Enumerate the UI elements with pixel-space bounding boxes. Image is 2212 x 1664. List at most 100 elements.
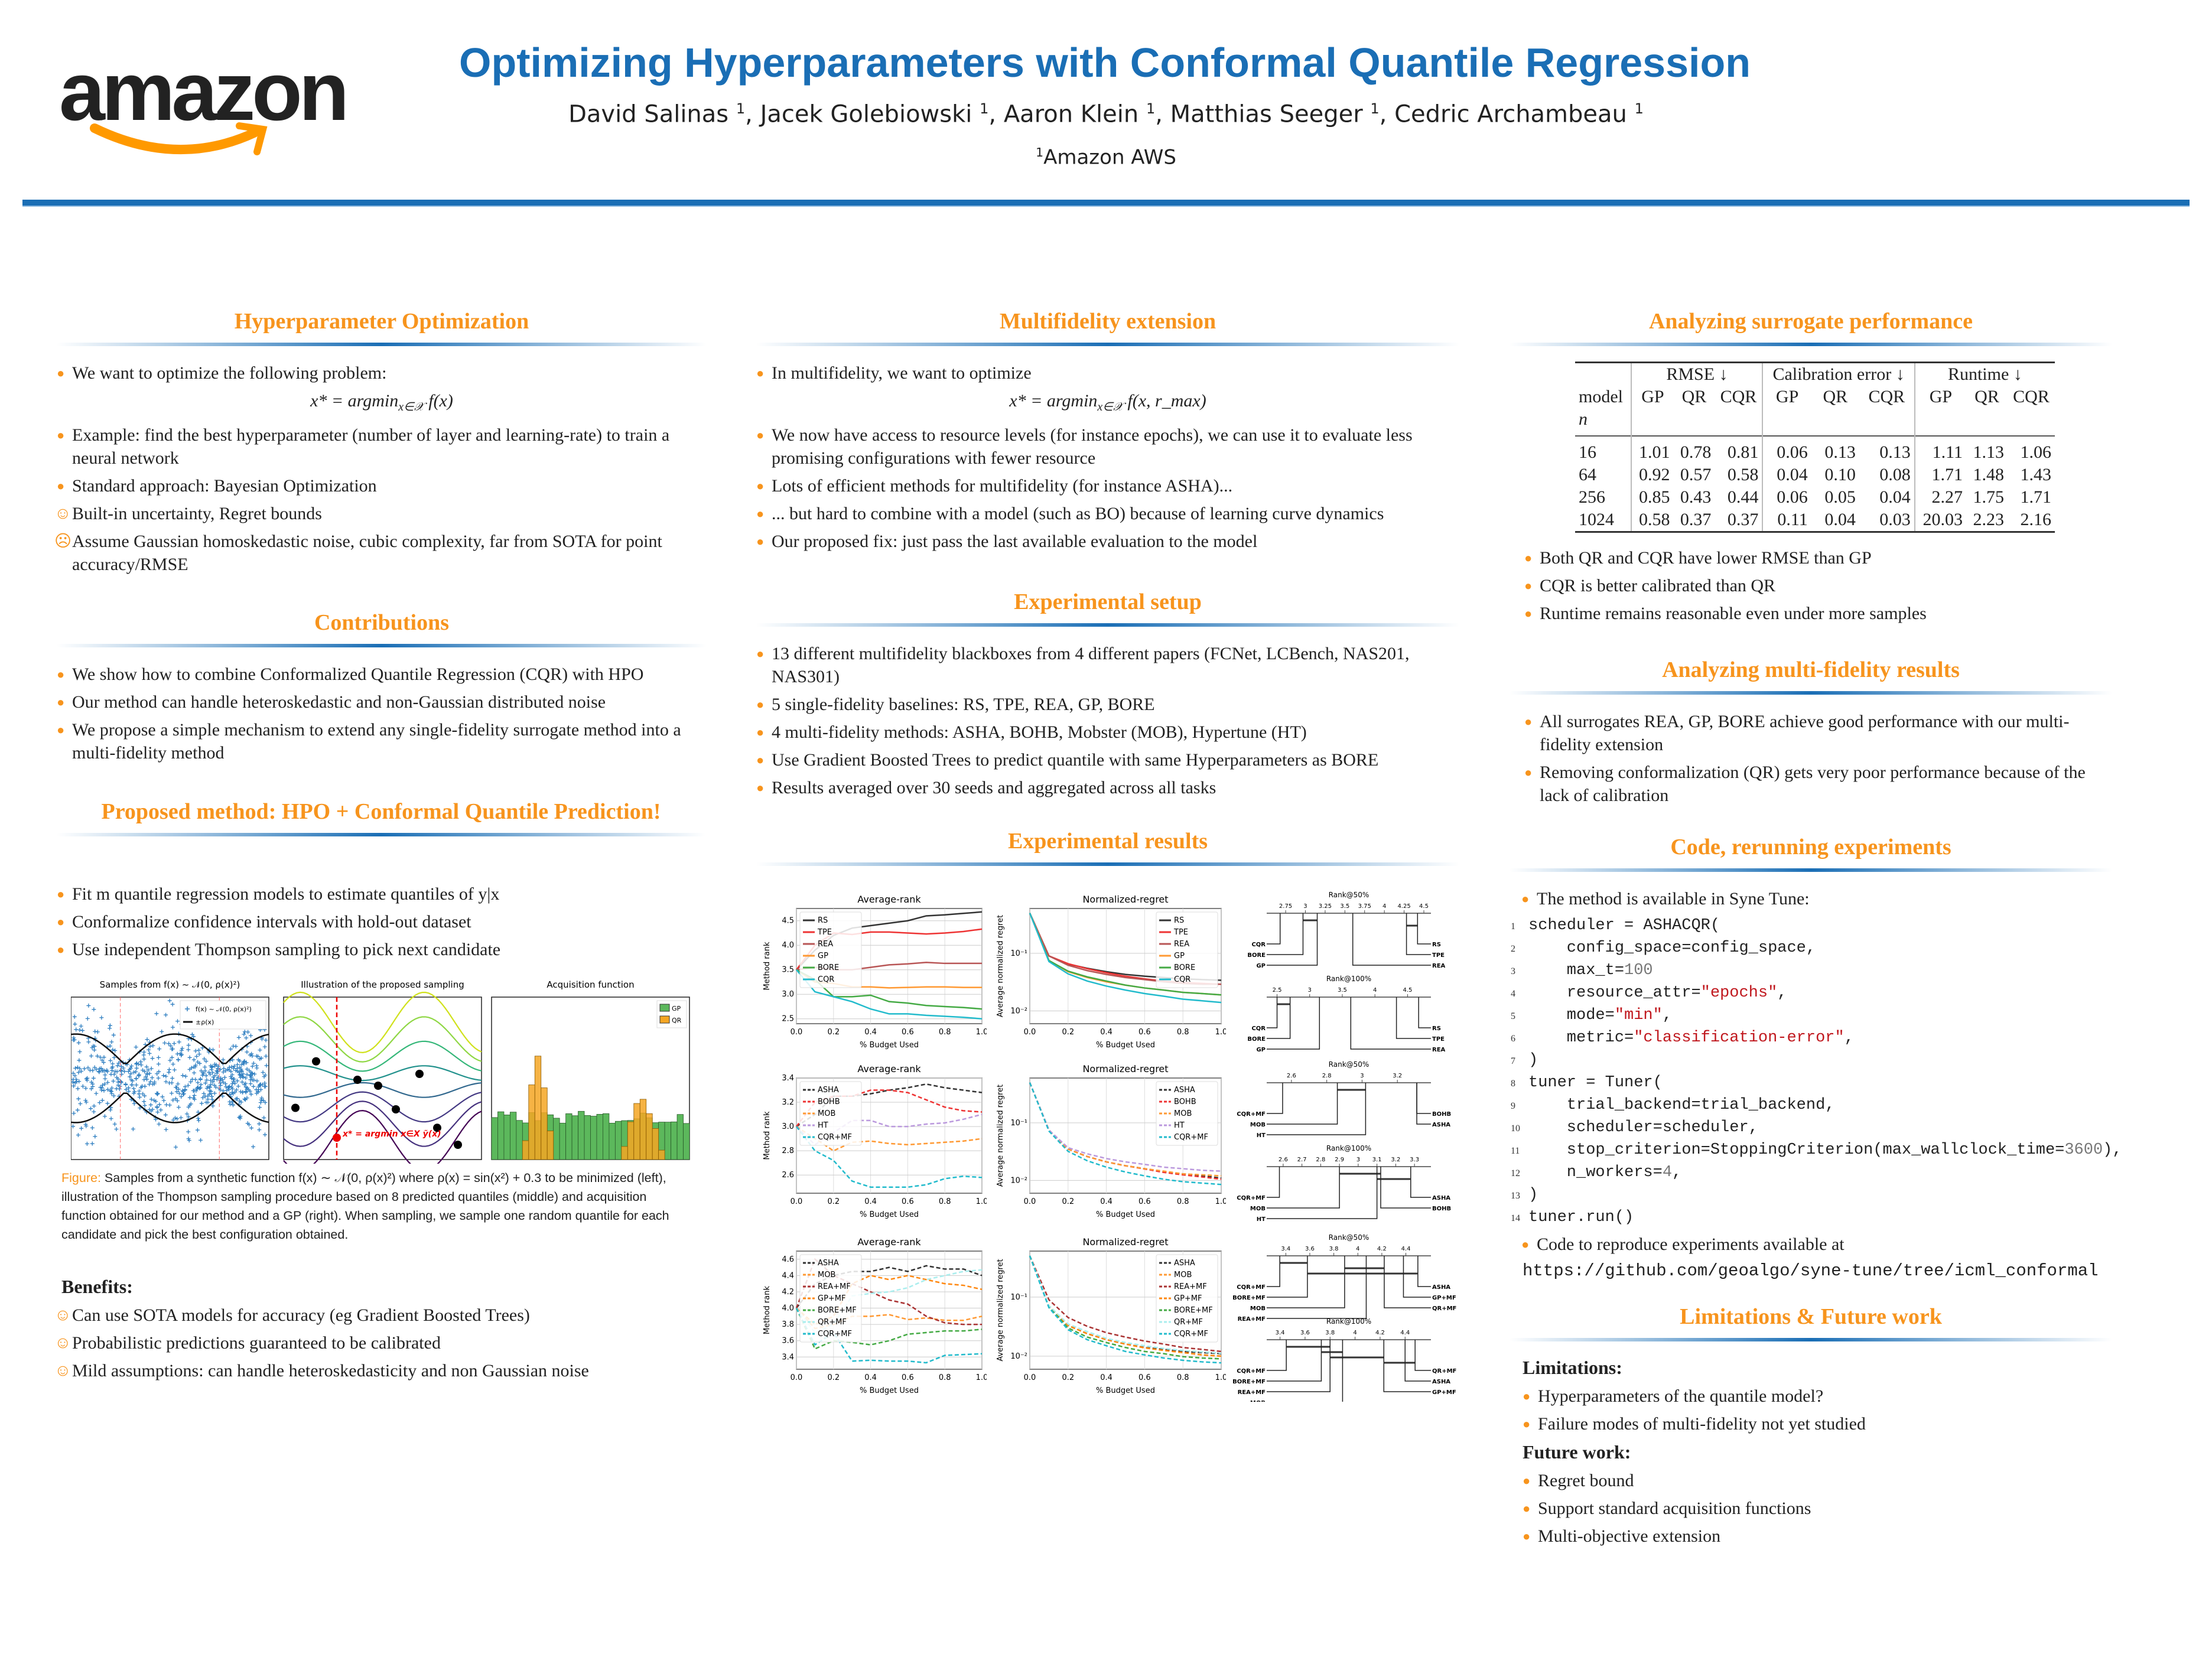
code-line: 6 metric="classification-error", xyxy=(1511,1027,2112,1050)
caption-label: Figure: xyxy=(61,1171,101,1185)
table-cell: 1.13 xyxy=(1973,442,2005,462)
legend-label: ±ρ(x) xyxy=(196,1018,214,1026)
cd-tick-label: 3.2 xyxy=(1391,1157,1400,1163)
line-number: 12 xyxy=(1511,1168,1520,1178)
cd-method-label: HT xyxy=(1257,1216,1266,1223)
cd-method-label: RS xyxy=(1432,1025,1441,1032)
cd-tick-label: 3.4 xyxy=(1281,1246,1290,1252)
cd-method-line xyxy=(1267,997,1320,1050)
bullet-text: CQR is better calibrated than QR xyxy=(1540,576,1776,595)
section-divider xyxy=(1510,1338,2112,1341)
cd-method-line xyxy=(1395,997,1431,1039)
table-cell: 1.11 xyxy=(1914,436,1967,464)
x-tick-label: 0.0 xyxy=(791,1197,803,1206)
line-number: 5 xyxy=(1511,1011,1515,1021)
code-token: n_workers= xyxy=(1528,1164,1663,1181)
table-cell: 0.05 xyxy=(1824,487,1856,507)
x-tick-label: 0.0 xyxy=(1024,1197,1036,1206)
legend-label: CQR+MF xyxy=(818,1330,852,1339)
bullet-text: Use independent Thompson sampling to pic… xyxy=(72,940,501,959)
table-cell: 1.01 xyxy=(1631,436,1674,464)
cd-tick-label: 3.6 xyxy=(1300,1330,1310,1336)
column-header: QR xyxy=(1681,387,1707,406)
x-tick-label: 1.0 xyxy=(1215,1373,1226,1382)
bullet-dot-icon: ● xyxy=(57,428,65,442)
bullet-dot-icon: ● xyxy=(756,753,765,767)
list-item: ●13 different multifidelity blackboxes f… xyxy=(756,642,1459,688)
gp-histogram-bar xyxy=(664,1122,671,1160)
list-item: ☺Mild assumptions: can handle heterosked… xyxy=(54,1359,711,1382)
empty-cell xyxy=(1575,363,1631,386)
author-name: Matthias Seeger xyxy=(1170,100,1363,128)
gp-histogram-bar xyxy=(578,1111,585,1160)
bullet-dot-icon: ● xyxy=(1523,1529,1531,1543)
list-item: ●... but hard to combine with a model (s… xyxy=(756,502,1459,525)
bullet-dot-icon: ● xyxy=(1524,551,1533,565)
bullet-text: Results averaged over 30 seeds and aggre… xyxy=(772,778,1216,797)
repository-link[interactable]: https://github.com/geoalgo/syne-tune/tre… xyxy=(1523,1261,2099,1281)
series-line-gp-mf xyxy=(796,1275,983,1326)
cd-method-line xyxy=(1414,1340,1431,1371)
y-tick-label: 10⁻¹ xyxy=(1010,949,1027,958)
y-tick-label: 10⁻² xyxy=(1010,1176,1027,1185)
bullet-dot-icon: ● xyxy=(756,534,765,549)
sample-points xyxy=(71,998,269,1150)
cd-method-label: ASHA xyxy=(1432,1284,1450,1291)
author-name: David Salinas xyxy=(568,100,729,128)
formula: x* = argminx∈𝒳 f(x, r_max) xyxy=(756,389,1459,419)
bullet-dot-icon: ● xyxy=(756,725,765,740)
section-limitations: Limitations & Future work Limitations: ●… xyxy=(1510,1302,2112,1552)
table-cell: 0.78 xyxy=(1680,442,1712,462)
x-tick-label: 0.4 xyxy=(864,1197,877,1206)
section-divider xyxy=(756,623,1459,627)
list-item: ●Lots of efficient methods for multifide… xyxy=(756,474,1459,497)
cd-method-label: BORE xyxy=(1247,952,1266,959)
x-tick-label: 0.8 xyxy=(1177,1197,1189,1206)
cd-method-label: BORE+MF xyxy=(1232,1379,1266,1385)
empty-cell xyxy=(1914,408,1967,436)
cd-tick-label: 4 xyxy=(1353,1330,1357,1336)
table-cell: 0.11 xyxy=(1762,509,1811,531)
code-token: mode= xyxy=(1528,1007,1615,1024)
legend-label: ASHA xyxy=(1174,1259,1195,1268)
sampled-quantile-dot xyxy=(454,1141,462,1149)
affiliation-name: Amazon AWS xyxy=(1043,145,1176,170)
legend-label: BOHB xyxy=(818,1098,840,1106)
cd-tick-label: 4 xyxy=(1373,987,1377,994)
column-group-header: Calibration error ↓ xyxy=(1762,363,1915,386)
code-token: ), xyxy=(2103,1141,2122,1159)
y-tick-label: 3.6 xyxy=(782,1337,794,1346)
series-line-bore xyxy=(796,969,983,1010)
gp-histogram-bar xyxy=(491,1117,498,1160)
section-divider xyxy=(1510,868,2112,872)
cd-tick-label: 3.4 xyxy=(1276,1330,1285,1336)
legend-label: BORE+MF xyxy=(1174,1306,1213,1315)
section-divider xyxy=(756,343,1459,346)
empty-cell xyxy=(1811,408,1859,436)
series-line-cqr xyxy=(1029,913,1222,1004)
gp-histogram-bar xyxy=(510,1112,517,1160)
cd-method-label: CQR+MF xyxy=(1237,1195,1266,1201)
bullet-dot-icon: ● xyxy=(1521,891,1530,906)
x-tick-label: 0.8 xyxy=(1177,1028,1189,1037)
line-number: 8 xyxy=(1511,1079,1515,1089)
bullet-text: We show how to combine Conformalized Qua… xyxy=(72,665,644,684)
list-item: ●Both QR and CQR have lower RMSE than GP xyxy=(1524,546,2115,569)
table-cell: 0.03 xyxy=(1879,510,1911,529)
code-token: trial_backend=trial_backend, xyxy=(1528,1096,1835,1114)
cd-tick-label: 4.4 xyxy=(1401,1246,1411,1252)
y-tick-label: 3.4 xyxy=(782,1353,794,1362)
cd-title: Rank@100% xyxy=(1326,975,1371,983)
series-line-asha xyxy=(796,1265,983,1309)
cd-method-label: ASHA xyxy=(1432,1122,1450,1128)
bullet-text: Code to reproduce experiments available … xyxy=(1537,1235,1845,1254)
code-token: max_t= xyxy=(1528,962,1625,979)
panel-title: Illustration of the proposed sampling xyxy=(301,979,464,990)
table-cell: 256 xyxy=(1579,487,1605,507)
series-line-cqr-mf xyxy=(1029,1255,1222,1364)
chart-title: Normalized-regret xyxy=(1082,1236,1168,1248)
bullet-text: Can use SOTA models for accuracy (eg Gra… xyxy=(72,1305,530,1325)
